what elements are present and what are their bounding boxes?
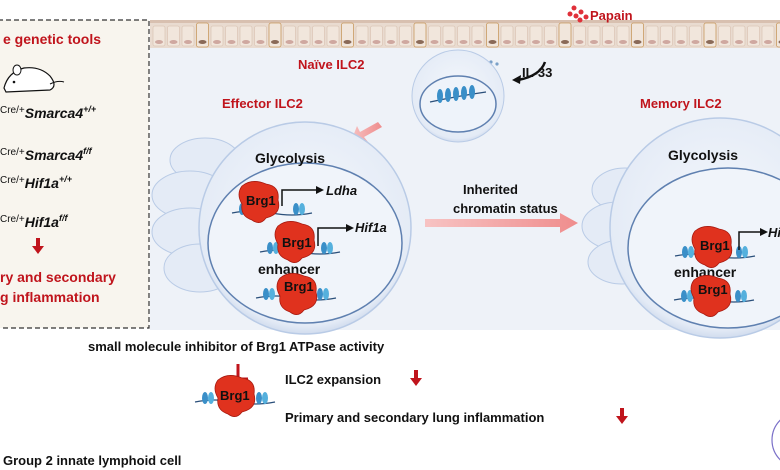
- mouse-icon: [3, 64, 65, 93]
- cell-nucleus: [532, 40, 540, 44]
- cell-nucleus: [271, 40, 279, 44]
- cell-nucleus: [256, 40, 265, 44]
- brg1-label: Brg1: [220, 388, 250, 403]
- cell-nucleus: [619, 40, 627, 44]
- brg1-label: Brg1: [698, 282, 728, 297]
- cell-nucleus: [459, 40, 468, 44]
- genotype-item: Cre/+Smarca4f/f: [0, 146, 93, 163]
- epithelium-layer: [150, 20, 780, 48]
- cell-nucleus: [155, 40, 163, 44]
- cell-nucleus: [242, 40, 250, 44]
- down-arrow-icon: [616, 408, 628, 424]
- cell-nucleus: [358, 40, 366, 44]
- cell-nucleus: [503, 40, 511, 44]
- cell-nucleus: [546, 40, 555, 44]
- cell-nucleus: [430, 40, 439, 44]
- cell-nucleus: [561, 40, 569, 44]
- cell-nucleus: [590, 40, 598, 44]
- papain-label: Papain: [590, 8, 633, 23]
- cell-nucleus: [285, 40, 294, 44]
- cell-nucleus: [416, 40, 424, 44]
- genotype-item: Cre/+Hif1af/f: [0, 213, 68, 230]
- inherited-label: Inherited: [463, 182, 518, 197]
- glycolysis-label: Glycolysis: [255, 150, 325, 166]
- cell-nucleus: [401, 40, 410, 44]
- cell-nucleus: [300, 40, 308, 44]
- memory-ilc2-label: Memory ILC2: [640, 96, 722, 111]
- brg1-label: Brg1: [284, 279, 314, 294]
- memory-ilc2-cell: [581, 117, 780, 339]
- cell-nucleus: [474, 40, 482, 44]
- cell-nucleus: [213, 40, 221, 44]
- cell-nucleus: [372, 40, 381, 44]
- partial-logo: [771, 419, 780, 461]
- cell-nucleus: [677, 40, 685, 44]
- cell-nucleus: [575, 40, 584, 44]
- cell-nucleus: [648, 40, 656, 44]
- genotype-item: Cre/+Hif1a+/+: [0, 174, 73, 191]
- glycolysis-label: Glycolysis: [668, 147, 738, 163]
- cell-nucleus: [764, 40, 772, 44]
- effector-ilc2-label: Effector ILC2: [222, 96, 303, 111]
- lung-inflammation-label: Primary and secondary lung inflammation: [285, 410, 544, 425]
- cell-nucleus: [198, 40, 207, 44]
- footnote-ilc2-definition: Group 2 innate lymphoid cell: [3, 453, 181, 468]
- cell-nucleus: [720, 40, 729, 44]
- hif1a-gene-label: Hif1a: [355, 220, 387, 235]
- genotype-item: Cre/+Smarca4+/+: [0, 104, 97, 121]
- inhibitor-label: small molecule inhibitor of Brg1 ATPase …: [88, 339, 385, 354]
- papain-particles-icon: [567, 5, 589, 23]
- inherited-arrow: [425, 213, 578, 233]
- cell-nucleus: [329, 40, 337, 44]
- cell-nucleus: [184, 40, 192, 44]
- panel-outcome: g inflammation: [0, 289, 100, 305]
- chromatin-status-label: chromatin status: [453, 201, 558, 216]
- enhancer-label: enhancer: [674, 264, 737, 280]
- cell-nucleus: [633, 40, 642, 44]
- down-arrow-icon: [32, 238, 44, 254]
- cell-nucleus: [706, 40, 714, 44]
- cell-nucleus: [749, 40, 758, 44]
- chromatin-coil-icon: [429, 85, 487, 103]
- brg1-label: Brg1: [282, 235, 312, 250]
- cell-nucleus: [445, 40, 453, 44]
- hif1a-gene-label: Hi: [768, 225, 780, 240]
- enhancer-label: enhancer: [258, 261, 321, 277]
- cell-nucleus: [343, 40, 352, 44]
- ldha-gene-label: Ldha: [326, 183, 357, 198]
- epithelial-cell: [776, 22, 780, 48]
- cell-nucleus: [488, 40, 497, 44]
- ilc2-expansion-label: ILC2 expansion: [285, 372, 381, 387]
- brg1-label: Brg1: [246, 193, 276, 208]
- panel-title: e genetic tools: [3, 31, 101, 47]
- down-arrow-icon: [410, 370, 422, 386]
- curved-arrow-icon: [517, 61, 547, 82]
- brg1-label: Brg1: [700, 238, 730, 253]
- cell-nucleus: [387, 40, 395, 44]
- cell-nucleus: [662, 40, 671, 44]
- cell-nucleus: [227, 40, 236, 44]
- cell-nucleus: [691, 40, 700, 44]
- panel-outcome: ry and secondary: [0, 269, 116, 285]
- cell-nucleus: [314, 40, 323, 44]
- genotype-list: Cre/+Smarca4+/+ Cre/+Smarca4f/f Cre/+Hif…: [0, 104, 97, 230]
- cell-nucleus: [735, 40, 743, 44]
- naive-ilc2-label: Naïve ILC2: [298, 57, 364, 72]
- cell-nucleus: [169, 40, 178, 44]
- cell-nucleus: [604, 40, 613, 44]
- cell-nucleus: [517, 40, 526, 44]
